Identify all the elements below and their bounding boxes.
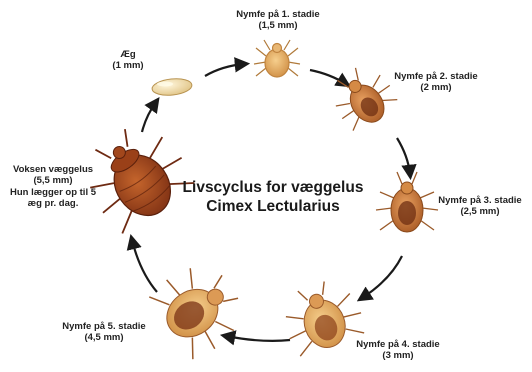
nymph2-name: Nymfe på 2. stadie — [384, 71, 488, 82]
adult-size: (5,5 mm) — [4, 175, 102, 186]
adult-note-line1: Hun lægger op til 5 — [4, 187, 102, 198]
egg-name: Æg — [108, 49, 148, 60]
title-line-1: Livscyclus for væggelus — [168, 178, 378, 197]
egg-illustration — [151, 77, 192, 97]
nymph-stage-1-illustration — [254, 40, 300, 77]
nymph3-name: Nymfe på 3. stadie — [430, 195, 530, 206]
nymph5-size: (4,5 mm) — [52, 332, 156, 343]
egg-size: (1 mm) — [108, 60, 148, 71]
nymph-stage-5-illustration — [146, 252, 254, 363]
nymph5-label: Nymfe på 5. stadie (4,5 mm) — [52, 321, 156, 344]
adult-label: Voksen væggelus (5,5 mm) Hun lægger op t… — [4, 164, 102, 210]
nymph2-label: Nymfe på 2. stadie (2 mm) — [384, 71, 488, 94]
nymph1-size: (1,5 mm) — [226, 20, 330, 31]
nymph1-label: Nymfe på 1. stadie (1,5 mm) — [226, 9, 330, 32]
title-line-2: Cimex Lectularius — [168, 197, 378, 216]
arrow-nymph2-to-nymph3 — [397, 138, 410, 174]
arrow-adult-to-egg — [142, 102, 156, 132]
nymph4-size: (3 mm) — [346, 350, 450, 361]
arrow-egg-to-nymph1 — [205, 64, 244, 76]
nymph3-size: (2,5 mm) — [430, 206, 530, 217]
adult-name: Voksen væggelus — [4, 164, 102, 175]
diagram-title: Livscyclus for væggelus Cimex Lectulariu… — [168, 178, 378, 217]
nymph3-label: Nymfe på 3. stadie (2,5 mm) — [430, 195, 530, 218]
nymph4-name: Nymfe på 4. stadie — [346, 339, 450, 350]
arrow-nymph5-to-adult — [132, 240, 157, 292]
nymph5-name: Nymfe på 5. stadie — [52, 321, 156, 332]
nymph4-label: Nymfe på 4. stadie (3 mm) — [346, 339, 450, 362]
egg-label: Æg (1 mm) — [108, 49, 148, 72]
adult-note-line2: æg pr. dag. — [4, 198, 102, 209]
nymph1-name: Nymfe på 1. stadie — [226, 9, 330, 20]
nymph2-size: (2 mm) — [384, 82, 488, 93]
nymph-stage-2-illustration — [323, 58, 403, 137]
nymph-stage-3-illustration — [376, 172, 438, 232]
arrow-nymph4-to-nymph5 — [226, 336, 290, 341]
arrow-nymph3-to-nymph4 — [362, 256, 402, 298]
